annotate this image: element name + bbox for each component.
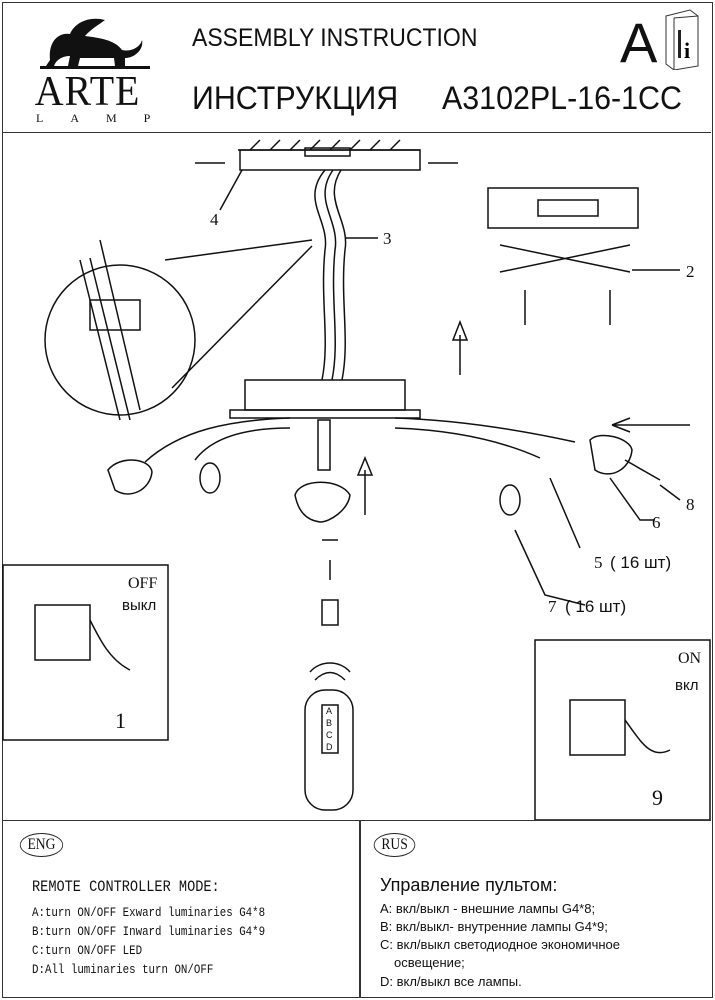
english-line: D:All luminaries turn ON/OFF — [32, 962, 214, 977]
off-label-en: OFF — [128, 575, 157, 592]
remote-instructions: ENG REMOTE CONTROLLER MODE: A:turn ON/OF… — [2, 820, 711, 997]
column-divider — [359, 821, 361, 997]
russian-title: Управление пультом: — [380, 875, 558, 895]
english-line: A:turn ON/OFF Exward luminaries G4*8 — [32, 905, 266, 920]
griffin-logo-icon — [40, 18, 150, 69]
eng-badge: ENG — [19, 833, 64, 857]
english-line: C:turn ON/OFF LED — [32, 943, 143, 958]
rus-badge: RUS — [373, 833, 416, 857]
remote-button-c: C — [326, 730, 333, 740]
label-part-8: 8 — [686, 495, 695, 514]
logo-subtitle: LAMP — [36, 111, 178, 125]
label-part-6: 6 — [652, 513, 661, 532]
label-part-7-qty: ( 16 шт) — [565, 597, 626, 616]
switch-on-panel — [534, 639, 711, 821]
off-label-ru: выкл — [122, 597, 156, 614]
russian-line: D: вкл/выкл все лампы. — [380, 974, 522, 989]
label-part-5-qty: ( 16 шт) — [610, 553, 671, 572]
label-part-3: 3 — [383, 229, 392, 248]
svg-text:i: i — [684, 38, 690, 63]
on-label-ru: вкл — [675, 677, 698, 694]
russian-line: освещение; — [394, 955, 465, 970]
glass-shade-icon — [589, 434, 633, 475]
label-part-5: 5 — [594, 553, 603, 572]
glass-shade-icon — [294, 481, 351, 523]
step-1: 1 — [115, 708, 126, 733]
title-english: ASSEMBLY INSTRUCTION — [192, 24, 478, 52]
label-part-4: 4 — [210, 210, 219, 229]
russian-line: B: вкл/выкл- внутренние лампы G4*9; — [380, 919, 608, 934]
model-number: A3102PL-16-1CC — [442, 80, 682, 116]
english-title: REMOTE CONTROLLER MODE: — [32, 878, 220, 896]
remote-button-a: A — [326, 706, 332, 716]
russian-line: C: вкл/выкл светодиодное экономичное — [380, 937, 620, 952]
assembly-diagram: 4 3 2 8 6 5 ( 16 шт) 7 ( 16 шт) 1 9 OFF … — [2, 139, 711, 821]
title-russian: ИНСТРУКЦИЯ — [192, 80, 399, 116]
remote-control: A B C D — [326, 706, 333, 752]
info-book-icon: i — [665, 9, 699, 70]
remote-button-d: D — [326, 742, 333, 752]
step-9: 9 — [652, 785, 663, 810]
header: ARTE LAMP ASSEMBLY INSTRUCTION ИНСТРУКЦИ… — [2, 2, 711, 133]
glass-shade-icon — [107, 459, 153, 495]
english-line: B:turn ON/OFF Inward luminaries G4*9 — [32, 924, 266, 939]
on-label-en: ON — [678, 650, 702, 667]
switch-off-panel — [2, 564, 169, 741]
ceiling-plate — [238, 139, 421, 171]
label-part-7: 7 — [548, 597, 557, 616]
section-letter: A — [620, 11, 658, 74]
russian-line: A: вкл/выкл - внешние лампы G4*8; — [380, 901, 596, 916]
remote-button-b: B — [326, 718, 332, 728]
logo-wordmark: ARTE — [34, 69, 141, 115]
label-part-2: 2 — [686, 262, 695, 281]
